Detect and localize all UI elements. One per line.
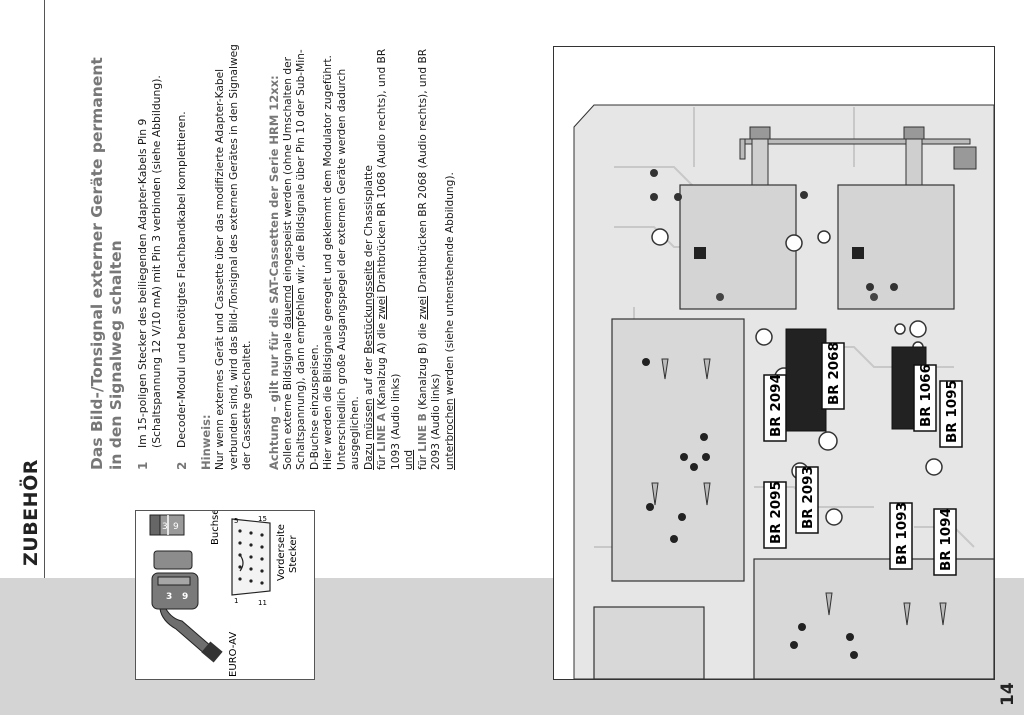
br-2093-box (795, 466, 819, 534)
hint-block: Hinweis: Nur wenn externes Gerät und Cas… (199, 40, 255, 470)
connector-illustration: 3 9 Buchse 3 9 EURO-AV 1 5 11 (149, 509, 299, 677)
br-2068-box (821, 342, 845, 410)
attention-paragraph-1: Sollen externe Bildsignale dauernd einge… (282, 40, 323, 470)
br-1095-box (939, 380, 963, 448)
br-2068-label: BR 2068 (826, 342, 842, 405)
plug-pin-9: 9 (182, 592, 188, 602)
step-2: 2 Decoder-Modul und benötigtes Flachband… (175, 40, 189, 470)
underlined-text: zwei (416, 295, 429, 320)
underlined-text: unterbrochen (443, 398, 456, 470)
attention-block: Achtung – gilt nur für die SAT-Cassetten… (267, 40, 458, 470)
margin-rule (44, 0, 45, 578)
pcb-drawing: BR 2095 BR 2094 BR 2093 BR 2068 BR 1093 … (573, 104, 994, 679)
dsub-pin-11: 11 (258, 599, 267, 607)
underlined-text: Bestückungsseite (362, 260, 375, 354)
dsub-pin-1: 1 (234, 597, 238, 605)
text-span: der Chassisplatte (362, 165, 375, 258)
br-1093-label: BR 1093 (894, 502, 910, 565)
article-title: Das Bild-/Tonsignal externer Geräte perm… (88, 57, 125, 470)
attention-paragraph-2: Hier werden die Bildsignale geregelt und… (322, 55, 362, 470)
text-span: auf der (362, 357, 375, 395)
hint-title: Hinweis: (199, 414, 214, 470)
step-number: 1 (136, 461, 150, 470)
section-label: ZUBEHÖR (20, 459, 42, 566)
pcb-illustration: BR 2095 BR 2094 BR 2093 BR 2068 BR 1093 … (553, 46, 995, 680)
plug-pin-3: 3 (166, 592, 172, 602)
connector-figure: 3 9 Buchse 3 9 EURO-AV 1 5 11 (135, 509, 315, 680)
dsub-pin-5: 5 (234, 517, 238, 525)
br-1066-label: BR 1066 (918, 364, 934, 427)
vorderseite-label: Vorderseite (276, 524, 287, 581)
underlined-text: Dazu (362, 443, 375, 470)
step-text: Decoder-Modul und benötigtes Flachbandka… (174, 111, 188, 448)
line-b-key: LINE B (416, 413, 429, 452)
dsub-front-view: 1 5 11 15 (231, 515, 271, 607)
br-1066-box (913, 364, 937, 432)
text-span: für (376, 455, 389, 470)
page-number: 14 (998, 682, 1018, 706)
und-text: und (403, 449, 416, 470)
underlined-text: dauernd (281, 285, 294, 330)
br-label-group: BR 2095 BR 2094 BR 2093 BR 2068 BR 1093 … (763, 342, 963, 576)
text-span: Sollen externe Bildsignale (281, 332, 294, 470)
line-b-instruction: für LINE B (Kanalzug B) die zwei Drahtbr… (417, 40, 444, 470)
final-instruction: unterbrochen werden (siehe untenstehende… (444, 40, 458, 470)
line-a-key: LINE A (376, 413, 389, 452)
buchse-label: Buchse (210, 511, 221, 545)
br-1095-label: BR 1095 (944, 380, 960, 443)
buchse-block: 3 9 (149, 514, 185, 536)
stecker-label: Stecker (288, 534, 299, 573)
text-span: werden (siehe untenstehende Abbildung). (443, 172, 456, 396)
br-1094-box (933, 508, 957, 576)
br-2094-label: BR 2094 (768, 374, 784, 437)
br-2093-label: BR 2093 (800, 466, 816, 529)
underlined-text: zwei (376, 295, 389, 320)
attention-paragraph-3: Dazu müssen auf der Bestückungsseite der… (363, 40, 377, 470)
buchse-pin-9: 9 (173, 522, 179, 532)
text-span: (Kanalzug B) die (416, 323, 429, 410)
br-2095-label: BR 2095 (768, 481, 784, 544)
line-a-instruction: für LINE A (Kanalzug A) die zwei Drahtbr… (376, 40, 403, 470)
euro-av-label: EURO-AV (228, 632, 239, 677)
br-1093-box (889, 502, 913, 570)
underlined-text: müssen (362, 398, 375, 440)
step-number: 2 (174, 461, 189, 470)
article: Das Bild-/Tonsignal externer Geräte perm… (88, 40, 469, 470)
step-1: 1 Im 15-poligen Stecker des beiliegenden… (136, 40, 165, 470)
text-span: für (416, 455, 429, 470)
text-span: (Kanalzug A) die (376, 322, 389, 410)
attention-title: Achtung – gilt nur für die SAT-Cassetten… (266, 75, 281, 470)
plug-body: 3 9 (151, 550, 223, 663)
dsub-pin-15: 15 (258, 515, 267, 523)
br-2095-box (763, 481, 787, 549)
buchse-pin-3: 3 (162, 522, 168, 532)
br-2094-box (763, 374, 787, 442)
br-1094-label: BR 1094 (938, 508, 954, 571)
step-text: Im 15-poligen Stecker des beiliegenden A… (136, 75, 164, 448)
hint-text: Nur wenn externes Gerät und Cassette übe… (214, 44, 254, 470)
